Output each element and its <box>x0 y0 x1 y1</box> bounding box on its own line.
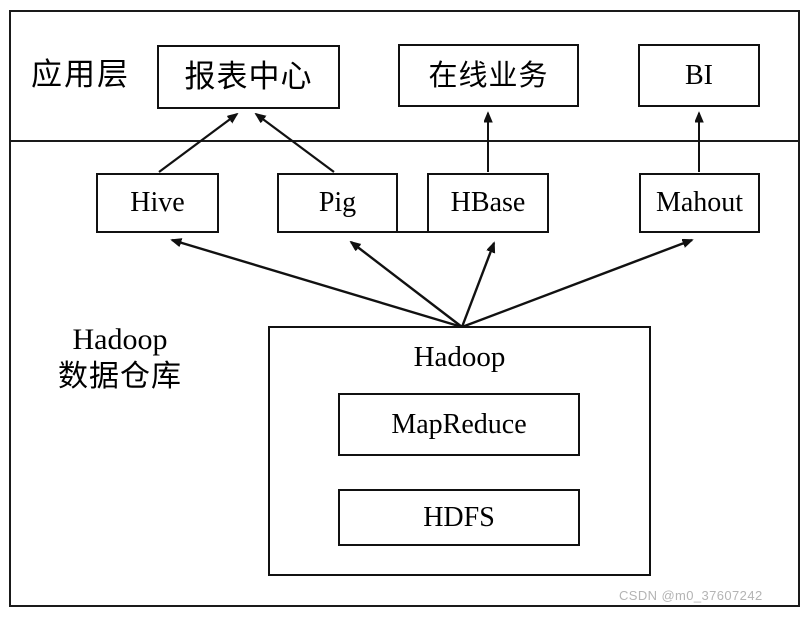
layer-divider-line <box>9 140 800 142</box>
arrow-pig-to-report-center <box>256 114 335 173</box>
csdn-watermark: CSDN @m0_37607242 <box>619 588 763 603</box>
node-pig[interactable]: Pig <box>277 173 398 233</box>
arrow-hive-to-report-center <box>158 114 237 173</box>
arrow-hadoop-to-hive <box>172 240 463 329</box>
hadoop-container-title: Hadoop <box>413 341 506 373</box>
node-online-business[interactable]: 在线业务 <box>398 44 579 107</box>
node-hdfs[interactable]: HDFS <box>338 489 580 546</box>
application-layer-label: 应用层 <box>31 57 130 93</box>
warehouse-label-line2: 数据仓库 <box>58 358 182 394</box>
node-hive[interactable]: Hive <box>96 173 219 233</box>
node-mahout[interactable]: Mahout <box>639 173 760 233</box>
arrow-hadoop-to-hbase <box>460 243 496 328</box>
node-report-center[interactable]: 报表中心 <box>157 45 340 109</box>
arrow-hadoop-to-pig <box>351 242 463 328</box>
node-bi[interactable]: BI <box>638 44 760 107</box>
pig-hbase-connector-line <box>396 231 429 233</box>
warehouse-label-line1: Hadoop <box>72 323 168 356</box>
node-hbase[interactable]: HBase <box>427 173 549 233</box>
node-mapreduce[interactable]: MapReduce <box>338 393 580 456</box>
diagram-outer-border <box>9 10 800 607</box>
arrow-hadoop-to-mahout <box>461 240 692 329</box>
hadoop-warehouse-layer-label: Hadoop 数据仓库 <box>20 322 220 395</box>
